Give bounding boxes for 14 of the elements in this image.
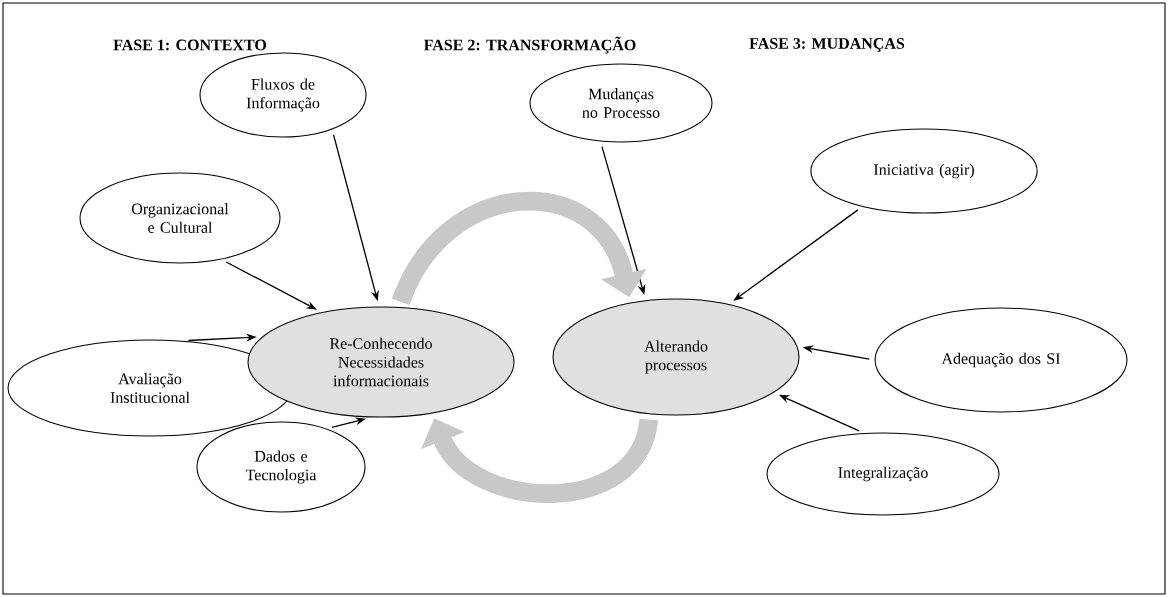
phase-heading: FASE 2: TRANSFORMAÇÃO bbox=[424, 36, 636, 54]
ellipse-node: Alterando processos bbox=[552, 298, 800, 416]
ellipse-node: Avaliação Institucional bbox=[7, 339, 293, 437]
ellipse-node: Organizacional e Cultural bbox=[79, 172, 281, 264]
phase-heading: FASE 1: CONTEXTO bbox=[113, 39, 267, 51]
ellipse-node: Mudanças no Processo bbox=[529, 63, 713, 143]
block-arrow bbox=[392, 192, 647, 306]
ellipse-node: Dados e Tecnologia bbox=[196, 421, 366, 513]
ellipse-node: Integralização bbox=[766, 432, 1000, 516]
ellipse-node: Iniciativa (agir) bbox=[810, 128, 1038, 214]
phase-heading: FASE 3: MUDANÇAS bbox=[749, 38, 905, 52]
ellipse-node: Adequação dos SI bbox=[874, 307, 1128, 413]
ellipse-node: Fluxos de Informação bbox=[199, 52, 367, 138]
ellipse-node: Re-Conhecendo Necessidades informacionais bbox=[247, 306, 515, 418]
